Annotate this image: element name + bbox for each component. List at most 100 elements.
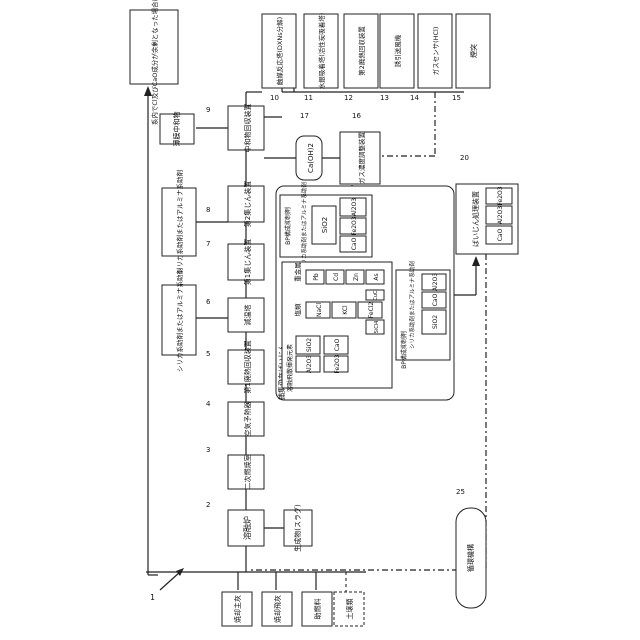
catalyst-reactor: 触媒反応塔(DXNs分解) 10 <box>262 14 296 102</box>
fly-ash-composition-panel: 捕集飛灰ばいじん BP構成抑制剤 シリカ系助剤またはアルミナ系助剤 SiO2 A… <box>276 182 454 400</box>
caoh2-label: Ca(OH)2 <box>307 143 315 173</box>
neutralizer-box: 薄膜中和物 <box>160 112 194 147</box>
raw3-label: 助燃料 <box>313 599 322 620</box>
returning-elements-label: 溶融飛散揮発元素 <box>286 344 294 392</box>
induced-draft-fan: 誘引送風機 13 <box>380 14 414 102</box>
gas-sensor-label: ガスセンサ(HCl) <box>431 27 440 76</box>
cooling-tower: 減温塔 6 <box>206 298 264 332</box>
n9-label: 9 <box>206 106 210 114</box>
n8-label: 8 <box>206 206 210 214</box>
al2o3-chip-4: Al2O3 <box>497 206 504 224</box>
n2-label: 2 <box>206 501 210 509</box>
silica-note2-label: シリカ系助剤またはアルミナ系助剤 <box>408 261 416 349</box>
n10-label: 10 <box>270 94 279 102</box>
al2o3-chip-2: Al2O3 <box>306 355 313 373</box>
gas-concentration-adjuster: ガス濃度調整装置 16 <box>322 112 380 184</box>
fe2o3-chip-1: Fe2O3 <box>351 216 358 235</box>
cao-chip-4: CaO <box>497 228 504 241</box>
al2o3-chip-1: Al2O3 <box>351 198 358 216</box>
n3-label: 3 <box>206 446 210 454</box>
first-bag-filter: 第1集じん装置 7 <box>206 239 264 285</box>
bp-suppressant-label: BP構成抑制剤 <box>284 207 292 245</box>
first-waste-heat-recovery: 第1廃熱回収装置 5 <box>206 340 264 393</box>
slag-box: 生成物(スラグ) <box>264 504 312 552</box>
waste-heat2-label: 第2廃熱回収装置 <box>357 26 366 76</box>
secondary-combustion-label: 二次燃焼室 <box>243 455 252 490</box>
n14-label: 14 <box>410 94 419 102</box>
silica-agent-box-1: シリカ系助剤またはアルミナ系助剤 <box>162 170 228 274</box>
n5-label: 5 <box>206 350 210 358</box>
n15-label: 15 <box>452 94 461 102</box>
processing-mechanism-label: 循環機構 <box>466 544 475 572</box>
sicl4-chip: SiCl4 <box>374 321 380 334</box>
activated-carbon-label: 水銀吸着塔(活性炭吸着塔) <box>317 13 326 90</box>
bp-suppressant2-label: BP構成抑制剤 <box>400 331 408 369</box>
raw2-label: 焼却飛灰 <box>273 595 282 623</box>
silica-note-label: シリカ系助剤またはアルミナ系助剤 <box>300 182 308 270</box>
fe2o3-chip-2: Fe2O3 <box>334 354 341 373</box>
external-processing-box: 系内でCl及びCaO成分が余剰となった場合は外部処理 <box>130 0 178 125</box>
sio2-chip-1: SiO2 <box>321 217 329 233</box>
salt-heading: 塩類 <box>293 303 302 317</box>
kcl-chip: KCl <box>342 305 349 315</box>
neutralizer-label: 薄膜中和物 <box>172 112 181 147</box>
external-box-label: 系内でCl及びCaO成分が余剰となった場合は外部処理 <box>150 0 159 125</box>
second-bag-filter: 第2集じん装置 8 <box>206 181 264 227</box>
gas-conc-adjust-label: ガス濃度調整装置 <box>357 132 366 185</box>
second-waste-heat-recovery: 第2廃熱回収装置 12 <box>344 14 378 102</box>
bag-filter2-label: 第2集じん装置 <box>243 181 252 227</box>
cao-chip-1: CaO <box>351 237 358 250</box>
n11-label: 11 <box>304 94 313 102</box>
figure-number: 1 <box>150 593 155 602</box>
raw-material-incineration-fly-ash: 焼却飛灰 <box>262 592 292 626</box>
caoh2-box: Ca(OH)2 17 <box>264 112 322 180</box>
silica-agent1-label: シリカ系助剤またはアルミナ系助剤 <box>175 170 184 274</box>
raw4-label: 土壌類 <box>345 599 354 620</box>
n16-label: 16 <box>352 112 361 120</box>
sio2-chip-3: SiO2 <box>432 315 439 329</box>
catalyst-reactor-label: 触媒反応塔(DXNs分解) <box>275 17 284 85</box>
raw-material-auxiliary-fuel: 助燃料 <box>302 592 332 626</box>
n6-label: 6 <box>206 298 211 306</box>
heavy-metal-heading: 重金属 <box>293 262 302 282</box>
n4-label: 4 <box>206 400 211 408</box>
n17-label: 17 <box>300 112 309 120</box>
raw-material-incineration-bottom-ash: 焼却主灰 <box>222 592 252 626</box>
cucl-chip: CuCl <box>373 289 379 301</box>
circulation-mechanism: 循環機構 25 <box>456 488 486 608</box>
n13-label: 13 <box>380 94 389 102</box>
mercury-adsorption: 水銀吸着塔(活性炭吸着塔) 11 <box>304 13 338 102</box>
n20-label: 20 <box>460 154 469 162</box>
neutralization-recovery-label: 中和物回収装置 <box>243 104 252 153</box>
nacl-chip: NaCl <box>316 303 323 317</box>
n25-label: 25 <box>456 488 465 496</box>
sio2-chip-2: SiO2 <box>306 338 313 352</box>
raw1-label: 焼却主灰 <box>233 595 242 623</box>
fly-ash-processing-device: ばいじん処理装置 Fe2O3 Al2O3 CaO 20 <box>456 154 518 254</box>
zn-chip: Zn <box>353 273 360 281</box>
cao-chip-2: CaO <box>334 338 341 351</box>
n7-label: 7 <box>206 240 210 248</box>
stack-label: 煙突 <box>469 44 478 58</box>
as-chip: As <box>373 273 380 280</box>
air-preheater: 空気予熱器 4 <box>206 400 264 437</box>
melting-furnace: 溶融炉 2 <box>206 501 264 546</box>
fecl2-chip: FeCl2 <box>368 302 375 319</box>
bag-filter1-label: 第1集じん装置 <box>243 239 252 285</box>
secondary-combustion-chamber: 二次燃焼室 3 <box>206 446 264 490</box>
fe2o3-chip-4: Fe2O3 <box>497 186 504 205</box>
induced-fan-label: 誘引送風機 <box>393 34 402 67</box>
waste-heat1-label: 第1廃熱回収装置 <box>243 340 252 393</box>
cooling-tower-label: 減温塔 <box>243 305 252 326</box>
cd-chip: Cd <box>333 273 340 281</box>
gas-sensor: ガスセンサ(HCl) 14 <box>410 14 452 102</box>
pb-chip: Pb <box>313 273 320 281</box>
fly-ash-processing-label: ばいじん処理装置 <box>471 191 480 247</box>
chimney: 煙突 15 <box>452 14 490 102</box>
silica-agent-box-2: シリカ系助剤またはアルミナ系助剤 <box>162 268 228 372</box>
slag-label: 生成物(スラグ) <box>293 504 302 552</box>
air-preheater-label: 空気予熱器 <box>243 402 252 437</box>
n12-label: 12 <box>344 94 353 102</box>
melt-furnace-label: 溶融炉 <box>242 516 252 540</box>
